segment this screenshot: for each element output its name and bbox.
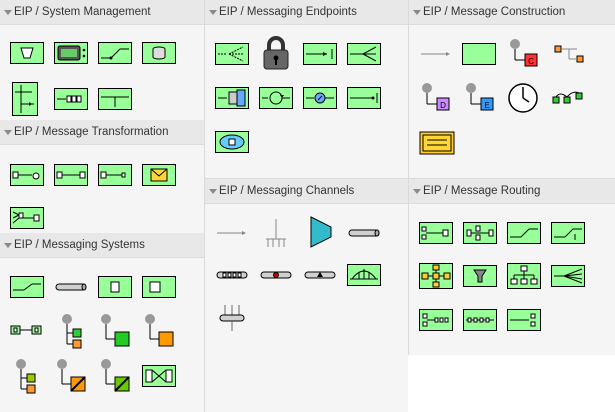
collapse-arrow-icon[interactable]	[209, 189, 217, 194]
collapse-arrow-icon[interactable]	[413, 10, 421, 15]
command-message-shape[interactable]	[462, 43, 496, 65]
collapse-arrow-icon[interactable]	[413, 189, 421, 194]
message-dispatcher-shape[interactable]	[347, 43, 381, 65]
message-broker-shape[interactable]	[419, 263, 453, 289]
smart-proxy-shape[interactable]	[12, 82, 38, 116]
column-divider	[204, 0, 205, 412]
channel-arrow-shape[interactable]	[215, 227, 249, 239]
message-green-shape[interactable]	[98, 313, 132, 349]
message-striped-green-shape[interactable]	[98, 358, 132, 394]
message-tree-orange-shape[interactable]	[57, 313, 85, 349]
point-to-point-channel-shape[interactable]	[303, 270, 337, 280]
panel-message-transformation: EIP / Message Transformation	[0, 120, 204, 233]
process-manager-shape[interactable]	[507, 263, 541, 289]
panel-message-construction: EIP / Message Construction C D E	[409, 0, 615, 178]
datatype-channel-pipe-shape[interactable]	[347, 228, 381, 238]
panel-messaging-channels: EIP / Messaging Channels	[205, 179, 408, 412]
message-store-shape[interactable]	[142, 42, 176, 64]
invalid-message-channel-shape[interactable]	[259, 270, 293, 280]
request-reply-chain-shape[interactable]	[551, 90, 585, 106]
panel-header-messaging-endpoints[interactable]: EIP / Messaging Endpoints	[205, 0, 408, 25]
panel-header-system-management[interactable]: EIP / System Management	[0, 0, 204, 25]
collapse-arrow-icon[interactable]	[209, 10, 217, 15]
correlation-identifier-e-shape[interactable]: E	[463, 82, 495, 114]
guaranteed-delivery-shape[interactable]	[218, 303, 246, 333]
message-shape[interactable]	[98, 276, 132, 298]
message-endpoint-shape[interactable]	[142, 276, 176, 298]
composed-message-processor-shape[interactable]	[463, 222, 497, 244]
selective-consumer-shape[interactable]	[347, 87, 381, 109]
collapse-arrow-icon[interactable]	[4, 130, 12, 135]
panel-header-message-transformation[interactable]: EIP / Message Transformation	[0, 120, 204, 145]
panel-title: EIP / Message Transformation	[14, 126, 169, 138]
panel-header-messaging-channels[interactable]: EIP / Messaging Channels	[205, 179, 408, 204]
test-message-shape[interactable]	[54, 88, 88, 110]
message-channel-pipe-shape[interactable]	[54, 282, 88, 292]
panel-messaging-systems: EIP / Messaging Systems	[0, 233, 204, 412]
splitter-shape[interactable]	[507, 309, 541, 331]
lock-icon[interactable]	[261, 36, 291, 70]
panel-header-message-routing[interactable]: EIP / Message Routing	[409, 179, 615, 204]
panel-title: EIP / Messaging Channels	[219, 185, 355, 197]
panel-message-routing: EIP / Message Routing	[409, 179, 615, 355]
panel-header-message-construction[interactable]: EIP / Message Construction	[409, 0, 615, 25]
message-translator-shape[interactable]	[142, 365, 176, 387]
content-filter-shape[interactable]	[98, 164, 132, 186]
envelope-wrapper-shape[interactable]	[142, 164, 176, 186]
message-router-shape[interactable]	[10, 276, 44, 298]
message-orange-shape[interactable]	[142, 313, 176, 349]
collapse-arrow-icon[interactable]	[4, 10, 12, 15]
document-message-shape[interactable]	[419, 131, 455, 155]
message-tree-stripes-shape[interactable]	[13, 358, 41, 394]
message-sequence-shape[interactable]	[551, 43, 585, 65]
badge-c-label: C	[528, 57, 534, 66]
message-striped-orange-shape[interactable]	[54, 358, 88, 394]
publish-subscribe-channel-shape[interactable]	[347, 264, 381, 286]
transactional-client-shape[interactable]	[215, 131, 249, 153]
messaging-gateway-shape[interactable]	[215, 87, 249, 109]
panel-title: EIP / Message Routing	[423, 185, 541, 197]
panel-title: EIP / System Management	[14, 6, 151, 18]
correlation-identifier-d-shape[interactable]: D	[419, 82, 451, 114]
content-based-router-shape[interactable]	[507, 222, 541, 244]
competing-consumers-shape[interactable]	[215, 43, 249, 65]
panel-divider	[409, 178, 615, 179]
clock-icon[interactable]	[507, 82, 539, 114]
detour-shape[interactable]	[98, 42, 132, 64]
panel-title: EIP / Message Construction	[423, 6, 566, 18]
normalizer-shape[interactable]	[10, 207, 44, 229]
badge-e-label: E	[484, 101, 489, 110]
channel-adapter-shape[interactable]	[264, 217, 288, 249]
channel-purger-shape[interactable]	[10, 42, 44, 64]
message-filter-shape[interactable]	[463, 265, 497, 287]
return-address-arrow-shape[interactable]	[419, 48, 453, 60]
claim-check-shape[interactable]	[10, 164, 44, 186]
panel-divider	[205, 178, 408, 179]
panel-messaging-endpoints: EIP / Messaging Endpoints	[205, 0, 408, 178]
recipient-list-shape[interactable]	[551, 265, 585, 287]
panel-title: EIP / Messaging Endpoints	[219, 6, 357, 18]
dynamic-router-shape[interactable]	[551, 222, 585, 244]
event-driven-consumer-shape[interactable]	[303, 43, 337, 65]
correlation-identifier-c-shape[interactable]: C	[507, 38, 539, 70]
messaging-bridge-shape[interactable]	[309, 215, 333, 249]
polling-consumer-shape[interactable]	[259, 87, 293, 109]
pipes-and-filters-shape[interactable]	[10, 324, 42, 336]
badge-d-label: D	[440, 101, 446, 110]
column-divider	[408, 0, 409, 355]
panel-system-management: EIP / System Management	[0, 0, 204, 120]
panel-header-messaging-systems[interactable]: EIP / Messaging Systems	[0, 233, 204, 258]
content-enricher-shape[interactable]	[54, 164, 88, 186]
aggregator-shape[interactable]	[419, 222, 453, 244]
control-bus-shape[interactable]	[54, 42, 88, 64]
wire-tap-shape[interactable]	[98, 88, 132, 110]
routing-slip-shape[interactable]	[463, 309, 497, 331]
resequencer-shape[interactable]	[419, 309, 453, 331]
service-activator-shape[interactable]	[303, 87, 337, 109]
message-bus-pipe-shape[interactable]	[215, 270, 249, 280]
panel-title: EIP / Messaging Systems	[14, 239, 145, 251]
collapse-arrow-icon[interactable]	[4, 243, 12, 248]
